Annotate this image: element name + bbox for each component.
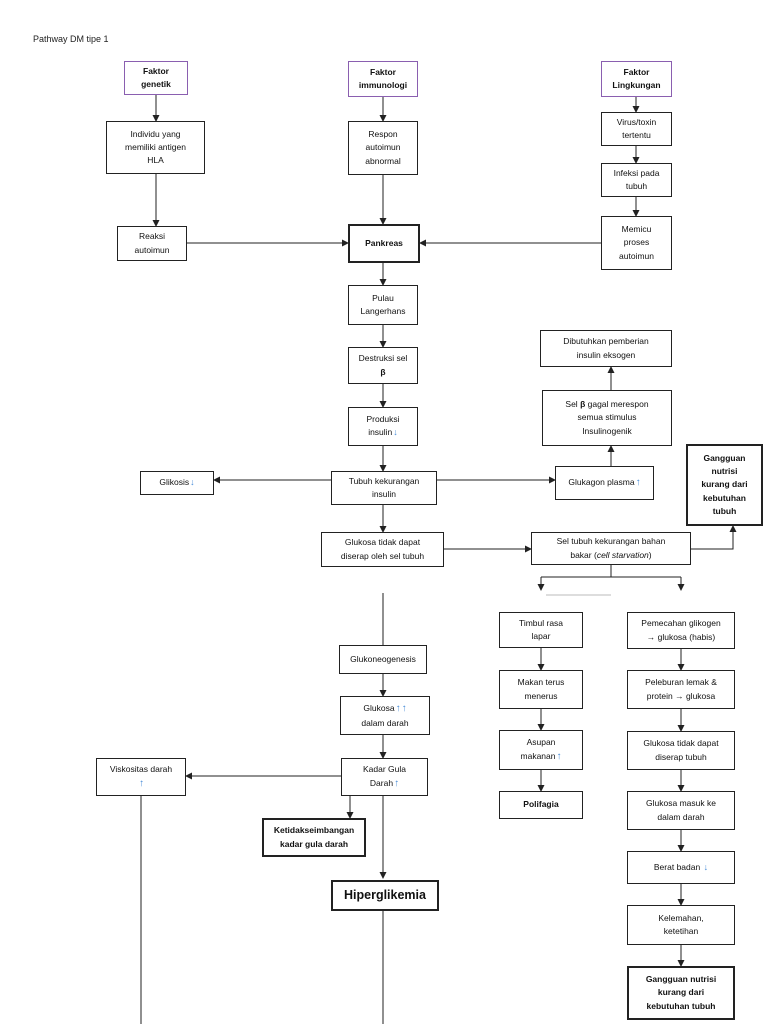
node-faktor-immunologi: Faktor immunologi <box>348 61 418 97</box>
node-cell-starvation: Sel tubuh kekurangan bahan bakar (cell s… <box>531 532 691 565</box>
node-gangguan-nutrisi-1: Gangguan nutrisi kurang dari kebutuhan t… <box>686 444 763 526</box>
node-timbul-lapar: Timbul rasa lapar <box>499 612 583 648</box>
node-viskositas-darah: Viskositas darah↑ <box>96 758 186 796</box>
node-gangguan-nutrisi-2: Gangguan nutrisi kurang dari kebutuhan t… <box>627 966 735 1020</box>
node-faktor-lingkungan: Faktor Lingkungan <box>601 61 672 97</box>
node-makan-terus: Makan terus menerus <box>499 670 583 709</box>
node-virus-toxin: Virus/toxin tertentu <box>601 112 672 146</box>
node-pankreas: Pankreas <box>348 224 420 263</box>
node-memicu: Memicu proses autoimun <box>601 216 672 270</box>
node-individu-hla: Individu yang memiliki antigen HLA <box>106 121 205 174</box>
decrease-arrow-icon: ↓ <box>703 861 709 872</box>
increase-arrow-icon: ↑ <box>394 777 400 789</box>
node-peleburan-lemak: Peleburan lemak & protein → glukosa <box>627 670 735 709</box>
node-berat-badan: Berat badan ↓ <box>627 851 735 884</box>
increase-arrow-icon: ↑ <box>139 777 144 789</box>
node-respon-autoimun: Respon autoimun abnormal <box>348 121 418 175</box>
node-sel-beta-gagal: Sel β gagal merespon semua stimulus Insu… <box>542 390 672 446</box>
node-glikosis: Glikosis↓ <box>140 471 214 495</box>
node-hiperglikemia: Hiperglikemia <box>331 880 439 911</box>
increase-arrow-icon: ↑ <box>635 477 641 489</box>
increase-arrow-icon: ↑ <box>556 750 562 762</box>
decrease-arrow-icon: ↓ <box>393 427 398 438</box>
increase-arrow-icon: ↑ <box>401 703 407 715</box>
node-glukagon-plasma: Glukagon plasma↑ <box>555 466 654 500</box>
node-polifagia: Polifagia <box>499 791 583 819</box>
node-glukosa-tidak-serap: Glukosa tidak dapat diserap tubuh <box>627 731 735 770</box>
node-infeksi: Infeksi pada tubuh <box>601 163 672 197</box>
node-ketidakseimbangan: Ketidakseimbangan kadar gula darah <box>262 818 366 857</box>
node-kelemahan: Kelemahan, ketetihan <box>627 905 735 945</box>
node-pulau-langerhans: Pulau Langerhans <box>348 285 418 325</box>
node-faktor-genetik: Faktor genetik <box>124 61 188 95</box>
node-glukosa-tidak-diserap: Glukosa tidak dapat diserap oleh sel tub… <box>321 532 444 567</box>
node-dibutuhkan-insulin: Dibutuhkan pemberian insulin eksogen <box>540 330 672 367</box>
node-reaksi-autoimun: Reaksi autoimun <box>117 226 187 261</box>
page-title: Pathway DM tipe 1 <box>33 34 109 44</box>
increase-arrow-icon: ↑ <box>395 703 401 715</box>
arrow-starvation-to-gangguan <box>691 525 737 550</box>
node-kadar-gula-darah: Kadar Gula Darah↑ <box>341 758 428 796</box>
decrease-arrow-icon: ↓ <box>190 477 195 488</box>
node-glukosa-masuk: Glukosa masuk ke dalam darah <box>627 791 735 830</box>
node-pemecahan-glikogen: Pemecahan glikogen → glukosa (habis) <box>627 612 735 649</box>
node-asupan-makanan: Asupan makanan↑ <box>499 730 583 770</box>
node-glukoneogenesis: Glukoneogenesis <box>339 645 427 674</box>
node-glukosa-dalam-darah: Glukosa↑↑dalam darah <box>340 696 430 735</box>
node-produksi-insulin: Produksi insulin↓ <box>348 407 418 446</box>
node-tubuh-kekurangan: Tubuh kekurangan insulin <box>331 471 437 505</box>
